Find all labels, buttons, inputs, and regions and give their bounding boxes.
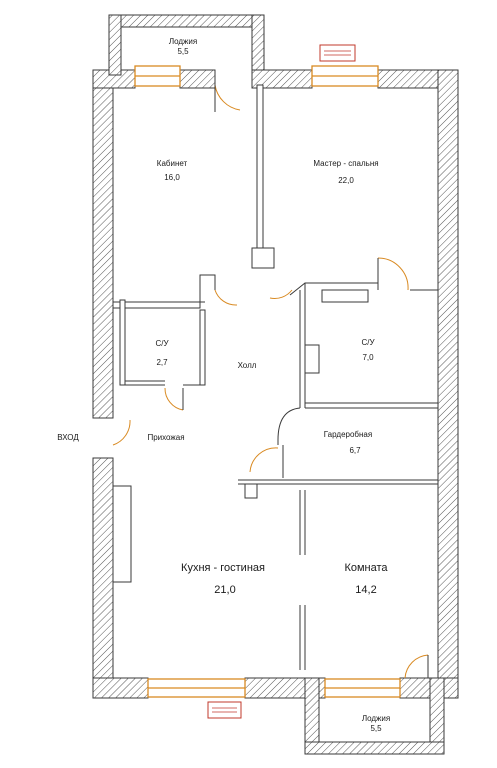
hall-name: Холл — [238, 361, 257, 370]
wardrobe-name: Гардеробная — [324, 430, 372, 439]
ac-unit-sign-bottom — [207, 701, 242, 719]
kitchen-area: 21,0 — [214, 584, 235, 596]
loggia-top-name: Лоджия — [169, 37, 197, 46]
cabinet-name: Кабинет — [157, 159, 188, 168]
loggia-bottom-name: Лоджия — [362, 714, 390, 723]
loggia-top-area: 5,5 — [177, 47, 189, 56]
cabinet-area: 16,0 — [164, 173, 180, 182]
room-name: Комната — [344, 562, 388, 574]
bath-small-area: 2,7 — [156, 358, 168, 367]
ac-unit-sign-top — [319, 44, 356, 62]
doors — [112, 84, 429, 679]
loggia-bottom-area: 5,5 — [370, 724, 382, 733]
master-area: 22,0 — [338, 176, 354, 185]
bath-big-name: С/У — [361, 338, 375, 347]
wardrobe-area: 6,7 — [349, 446, 361, 455]
master-name: Мастер - спальня — [313, 159, 378, 168]
bath-big-area: 7,0 — [362, 353, 374, 362]
entry-name: Прихожая — [147, 433, 184, 442]
outer-walls — [92, 14, 459, 755]
room-area: 14,2 — [355, 584, 376, 596]
entrance-label: ВХОД — [57, 433, 79, 442]
kitchen-name: Кухня - гостиная — [181, 562, 265, 574]
interior-walls — [112, 84, 438, 670]
bath-small-name: С/У — [155, 339, 169, 348]
room-labels: Лоджия 5,5 Кабинет 16,0 Мастер - спальня… — [57, 37, 390, 733]
windows — [134, 65, 401, 698]
